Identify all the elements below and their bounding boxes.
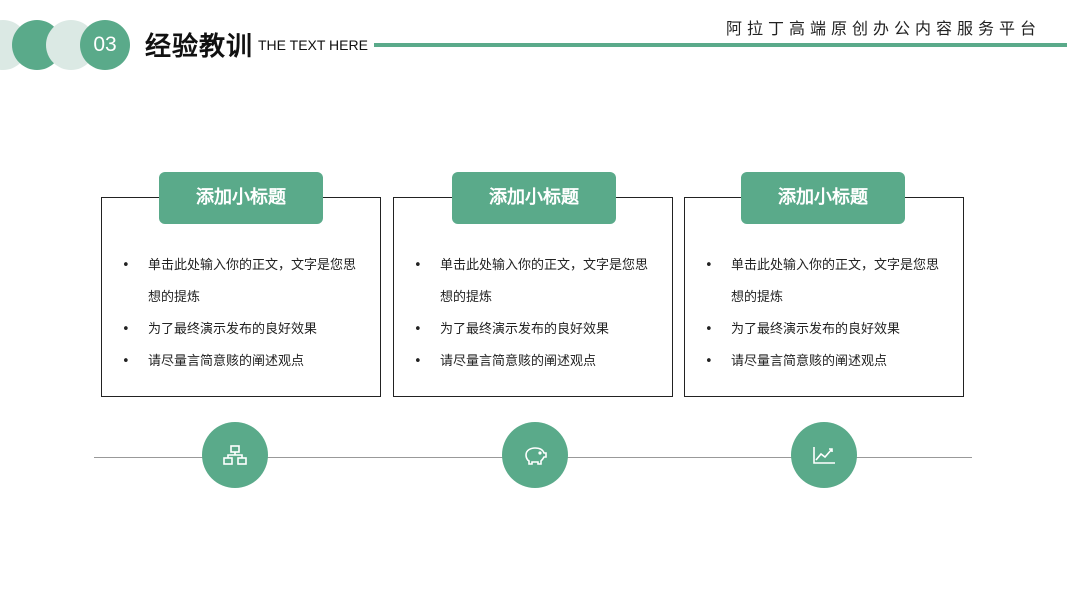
card-1-bullet-1: 单击此处输入你的正文，文字是您思想的提炼 [122, 250, 362, 314]
card-1: 单击此处输入你的正文，文字是您思想的提炼 为了最终演示发布的良好效果 请尽量言简… [101, 197, 381, 397]
card-3-bullet-2: 为了最终演示发布的良好效果 [705, 314, 945, 346]
card-3-bullet-1: 单击此处输入你的正文，文字是您思想的提炼 [705, 250, 945, 314]
hierarchy-icon-circle [202, 422, 268, 488]
card-3-heading: 添加小标题 [741, 172, 905, 224]
header-divider [374, 43, 1067, 47]
card-3-bullets: 单击此处输入你的正文，文字是您思想的提炼 为了最终演示发布的良好效果 请尽量言简… [705, 250, 945, 378]
piggy-bank-icon-circle [502, 422, 568, 488]
piggy-bank-icon [525, 447, 547, 465]
card-2: 单击此处输入你的正文，文字是您思想的提炼 为了最终演示发布的良好效果 请尽量言简… [393, 197, 673, 397]
section-number: 03 [93, 33, 117, 56]
page-title: 经验教训 [145, 32, 254, 62]
brand-text: 阿拉丁高端原创办公内容服务平台 [725, 19, 1041, 38]
card-1-bullet-2: 为了最终演示发布的良好效果 [122, 314, 362, 346]
card-2-bullet-2: 为了最终演示发布的良好效果 [414, 314, 654, 346]
section-number-circle [80, 20, 130, 70]
card-2-bullets: 单击此处输入你的正文，文字是您思想的提炼 为了最终演示发布的良好效果 请尽量言简… [414, 250, 654, 378]
card-1-bullets: 单击此处输入你的正文，文字是您思想的提炼 为了最终演示发布的良好效果 请尽量言简… [122, 250, 362, 378]
card-1-heading: 添加小标题 [159, 172, 323, 224]
card-3: 单击此处输入你的正文，文字是您思想的提炼 为了最终演示发布的良好效果 请尽量言简… [684, 197, 964, 397]
card-2-heading: 添加小标题 [452, 172, 616, 224]
card-3-bullet-3: 请尽量言简意赅的阐述观点 [705, 346, 945, 378]
line-chart-icon [813, 447, 835, 464]
hierarchy-icon [223, 445, 247, 465]
card-2-bullet-3: 请尽量言简意赅的阐述观点 [414, 346, 654, 378]
card-2-bullet-1: 单击此处输入你的正文，文字是您思想的提炼 [414, 250, 654, 314]
line-chart-icon-circle [791, 422, 857, 488]
page-subtitle: THE TEXT HERE [258, 37, 368, 53]
card-1-bullet-3: 请尽量言简意赅的阐述观点 [122, 346, 362, 378]
